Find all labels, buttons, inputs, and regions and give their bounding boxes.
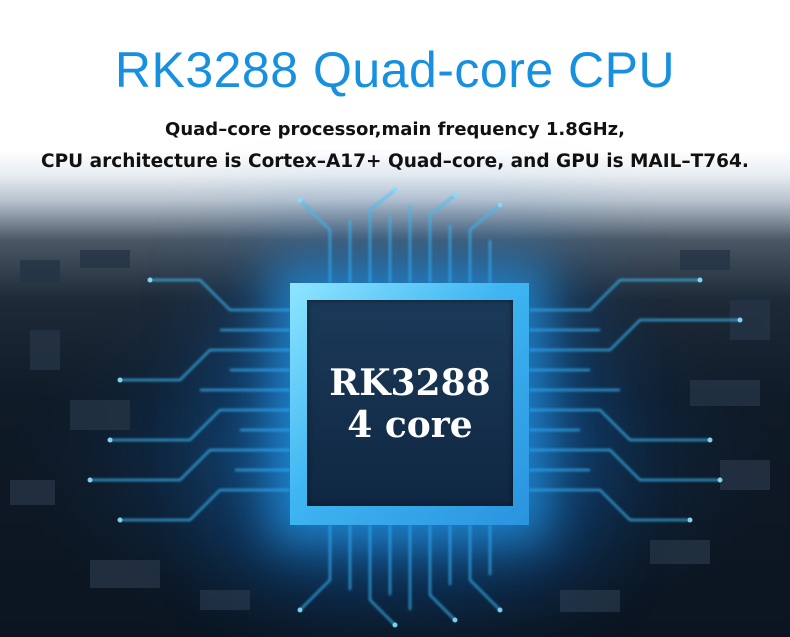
- page-title: RK3288 Quad-core CPU: [114, 42, 676, 98]
- chip-core: [307, 300, 513, 506]
- subtitle-line-1: Quad–core processor,main frequency 1.8GH…: [165, 119, 625, 140]
- chip-label-model: RK3288: [329, 362, 491, 404]
- subtitle-line-2: CPU architecture is Cortex–A17+ Quad–cor…: [41, 151, 749, 172]
- chip-label-cores: 4 core: [347, 404, 473, 446]
